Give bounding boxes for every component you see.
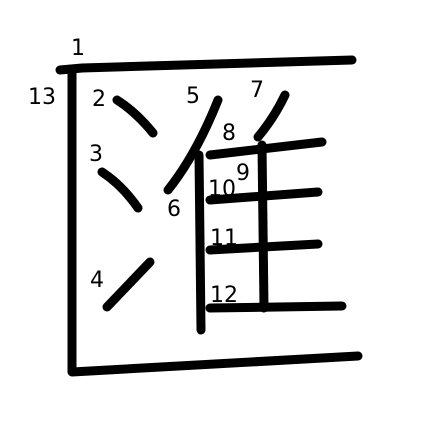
stroke-1 [55,55,357,75]
stroke-2 [112,95,158,138]
stroke-5 [163,95,223,195]
stroke-number-9: 9 [236,161,250,186]
character-strokes [55,55,363,377]
stroke-10 [205,187,323,205]
stroke-number-4: 4 [90,268,104,293]
stroke-number-6: 6 [167,197,181,222]
stroke-number-1: 1 [71,36,85,61]
stroke-6 [194,150,206,335]
stroke-number-7: 7 [250,78,264,103]
stroke-12 [205,301,347,313]
stroke-7 [253,90,290,142]
stroke-13 [67,65,363,377]
stroke-4 [102,257,155,312]
stroke-number-10: 10 [208,177,236,202]
stroke-number-11: 11 [210,226,238,251]
stroke-11 [205,239,323,255]
stroke-number-5: 5 [186,84,200,109]
stroke-3 [97,167,143,213]
stroke-number-labels: 1 2 3 4 5 6 7 8 9 10 11 12 13 [28,36,264,308]
stroke-number-12: 12 [210,283,238,308]
stroke-number-13: 13 [28,85,56,110]
stroke-number-2: 2 [92,87,106,112]
stroke-number-8: 8 [222,121,236,146]
stroke-9 [257,140,269,313]
stroke-number-3: 3 [89,142,103,167]
